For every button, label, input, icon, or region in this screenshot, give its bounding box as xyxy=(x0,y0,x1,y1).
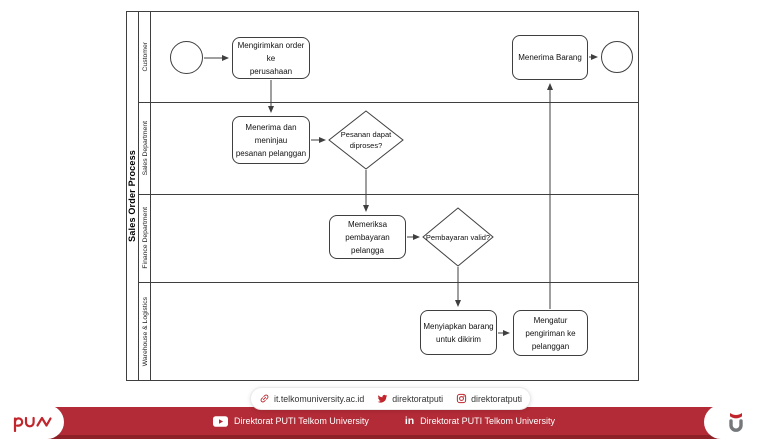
lane-label-customer: Customer xyxy=(141,41,149,72)
task-text: Memeriksa pembayaran xyxy=(345,219,390,242)
lane-label-column xyxy=(139,11,151,381)
gateway-payment-valid-label: Pembayaran valid? xyxy=(416,231,500,243)
social-links-pill: it.telkomuniversity.ac.id direktoratputi… xyxy=(250,387,531,410)
task-text: Menerima dan meninjau xyxy=(245,122,297,145)
task-text: pelanggan xyxy=(531,341,570,351)
task-prepare-goods: Menyiapkan barang untuk dikirim xyxy=(420,310,497,355)
task-text: Mengatur pengiriman ke xyxy=(525,315,576,338)
task-send-order: Mengirimkan order ke perusahaan xyxy=(232,37,310,79)
lane-customer: Customer xyxy=(139,11,151,102)
lane-warehouse-logistics: Warehouse & Logistics xyxy=(139,282,151,381)
lane-label-sales-department: Sales Department xyxy=(141,120,149,176)
gateway-text: Pesanan dapat xyxy=(340,130,392,139)
linkedin-link[interactable]: in Direktorat PUTI Telkom University xyxy=(404,415,556,427)
lane-label-warehouse-logistics: Warehouse & Logistics xyxy=(141,296,149,367)
linkedin-icon: in xyxy=(404,415,415,427)
instagram-link-label: direktoratputi xyxy=(471,393,522,404)
telkom-university-logo xyxy=(729,413,743,432)
task-text: Menerima Barang xyxy=(518,53,582,62)
task-receive-goods: Menerima Barang xyxy=(512,35,588,80)
youtube-icon xyxy=(212,415,228,427)
task-text: pesanan pelanggan xyxy=(235,148,307,158)
gateway-text: diproses? xyxy=(349,141,383,150)
footer-bar-stripe xyxy=(0,435,768,439)
task-review-order: Menerima dan meninjau pesanan pelanggan xyxy=(232,116,310,164)
twitter-icon xyxy=(377,394,388,403)
website-link-label: it.telkomuniversity.ac.id xyxy=(274,393,365,404)
linkedin-link-label: Direktorat PUTI Telkom University xyxy=(420,416,556,426)
task-text: pelangga xyxy=(351,245,384,255)
pool-title-column: Sales Order Process xyxy=(126,11,139,381)
lane-separator xyxy=(139,282,639,283)
website-link[interactable]: it.telkomuniversity.ac.id xyxy=(259,393,364,404)
task-text: Menyiapkan barang xyxy=(423,321,494,331)
pool-title: Sales Order Process xyxy=(127,150,137,242)
gateway-order-processable-label: Pesanan dapat diproses? xyxy=(330,123,402,157)
lane-separator xyxy=(139,102,639,103)
process-pool xyxy=(126,11,639,381)
instagram-icon xyxy=(457,393,467,404)
task-text: perusahaan xyxy=(249,66,293,76)
link-icon xyxy=(260,394,269,403)
twitter-link[interactable]: direktoratputi xyxy=(377,393,443,404)
gateway-text: Pembayaran valid? xyxy=(425,232,491,242)
start-event xyxy=(170,41,203,74)
lane-label-finance-department: Finance Department xyxy=(141,207,149,269)
end-event xyxy=(601,41,633,73)
task-text: untuk dikirim xyxy=(436,334,481,344)
youtube-link[interactable]: Direktorat PUTI Telkom University xyxy=(212,415,369,427)
lane-separator xyxy=(139,194,639,195)
task-check-payment: Memeriksa pembayaran pelangga xyxy=(329,215,406,259)
lane-sales-department: Sales Department xyxy=(139,102,151,194)
twitter-link-label: direktoratputi xyxy=(392,393,444,404)
task-arrange-shipping: Mengatur pengiriman ke pelanggan xyxy=(513,310,588,356)
puti-logo-tab xyxy=(0,405,64,439)
puti-logo xyxy=(13,416,52,432)
instagram-link[interactable]: direktoratputi xyxy=(456,393,522,404)
task-text: Mengirimkan order ke xyxy=(237,40,305,63)
youtube-link-label: Direktorat PUTI Telkom University xyxy=(233,416,369,426)
lane-finance-department: Finance Department xyxy=(139,194,151,282)
footer-bar: Direktorat PUTI Telkom University in Dir… xyxy=(0,407,768,439)
telkom-university-logo-tab xyxy=(704,405,768,439)
